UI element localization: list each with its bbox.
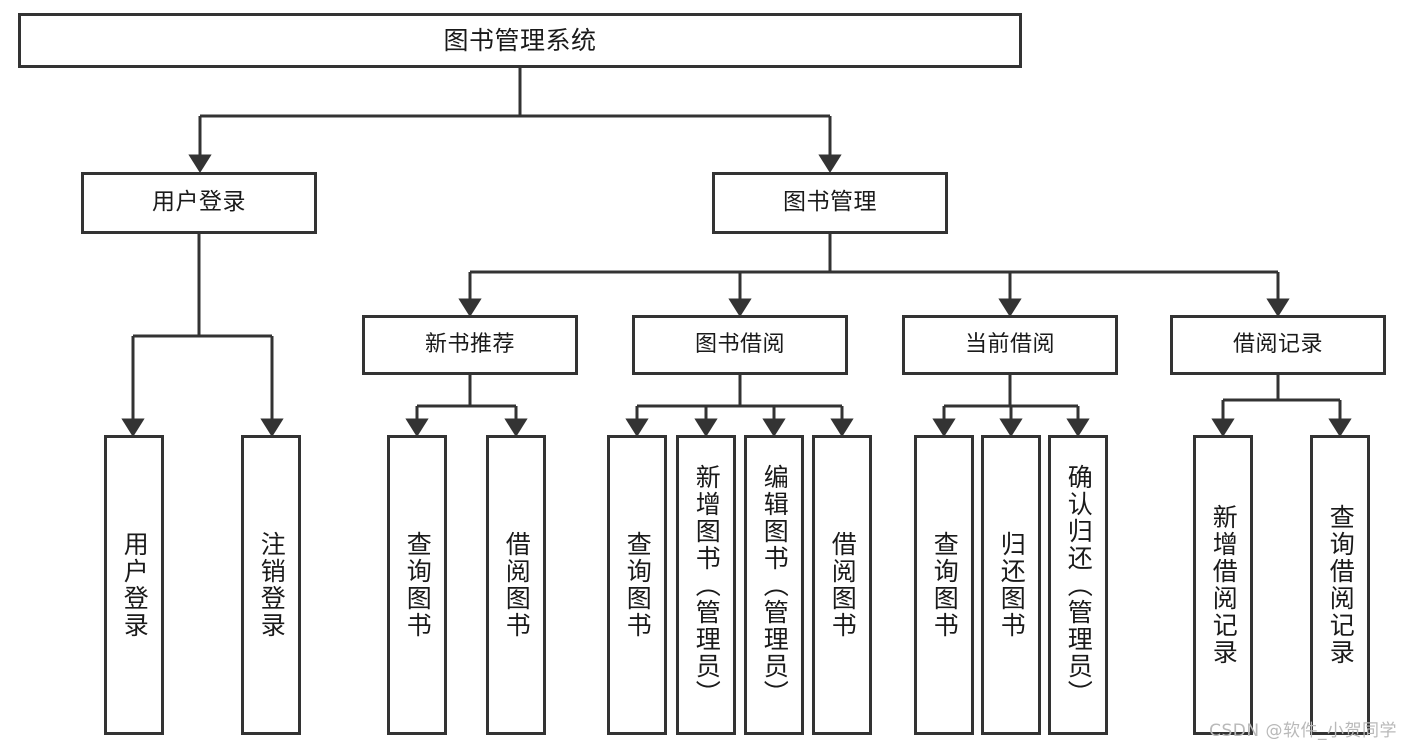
node-leaf-logout-label: 注销登录	[257, 531, 287, 639]
node-leaf-query-book-1-label: 查询图书	[403, 531, 433, 639]
node-leaf-query-record-label: 查询借阅记录	[1326, 504, 1356, 666]
node-leaf-query-book-3[interactable]: 查询图书	[914, 435, 974, 735]
node-leaf-confirm-return[interactable]: 确认归还（管理员）	[1048, 435, 1108, 735]
node-leaf-borrow-book-2-label: 借阅图书	[828, 531, 858, 639]
node-book-manage[interactable]: 图书管理	[712, 172, 948, 234]
node-new-book-recommend[interactable]: 新书推荐	[362, 315, 578, 375]
node-leaf-return-book[interactable]: 归还图书	[981, 435, 1041, 735]
node-leaf-query-book-2[interactable]: 查询图书	[607, 435, 667, 735]
csdn-watermark: CSDN @软件_小贺同学	[1209, 721, 1397, 741]
node-book-borrow-label: 图书借阅	[694, 332, 785, 358]
node-leaf-query-book-1[interactable]: 查询图书	[387, 435, 447, 735]
node-user-login-label: 用户登录	[152, 189, 246, 216]
node-leaf-logout[interactable]: 注销登录	[241, 435, 301, 735]
node-borrow-record-label: 借阅记录	[1232, 332, 1323, 358]
node-leaf-user-login-label: 用户登录	[120, 531, 150, 639]
node-current-borrow-label: 当前借阅	[964, 332, 1055, 358]
node-current-borrow[interactable]: 当前借阅	[902, 315, 1118, 375]
node-book-borrow[interactable]: 图书借阅	[632, 315, 848, 375]
node-root-label: 图书管理系统	[443, 25, 597, 55]
node-leaf-edit-book[interactable]: 编辑图书（管理员）	[744, 435, 804, 735]
node-leaf-return-book-label: 归还图书	[997, 531, 1027, 639]
node-leaf-query-record[interactable]: 查询借阅记录	[1310, 435, 1370, 735]
node-leaf-query-book-2-label: 查询图书	[623, 531, 653, 639]
node-book-manage-label: 图书管理	[783, 189, 877, 216]
node-user-login[interactable]: 用户登录	[81, 172, 317, 234]
node-leaf-confirm-return-label: 确认归还（管理员）	[1064, 463, 1094, 707]
node-borrow-record[interactable]: 借阅记录	[1170, 315, 1386, 375]
node-leaf-query-book-3-label: 查询图书	[930, 531, 960, 639]
node-root[interactable]: 图书管理系统	[18, 13, 1022, 68]
node-leaf-borrow-book-2[interactable]: 借阅图书	[812, 435, 872, 735]
node-leaf-borrow-book-1[interactable]: 借阅图书	[486, 435, 546, 735]
node-leaf-add-record-label: 新增借阅记录	[1209, 504, 1239, 666]
node-leaf-add-record[interactable]: 新增借阅记录	[1193, 435, 1253, 735]
node-new-book-recommend-label: 新书推荐	[424, 332, 515, 358]
node-leaf-borrow-book-1-label: 借阅图书	[502, 531, 532, 639]
node-leaf-user-login[interactable]: 用户登录	[104, 435, 164, 735]
node-leaf-add-book[interactable]: 新增图书（管理员）	[676, 435, 736, 735]
node-leaf-edit-book-label: 编辑图书（管理员）	[760, 463, 790, 707]
node-leaf-add-book-label: 新增图书（管理员）	[692, 463, 722, 707]
